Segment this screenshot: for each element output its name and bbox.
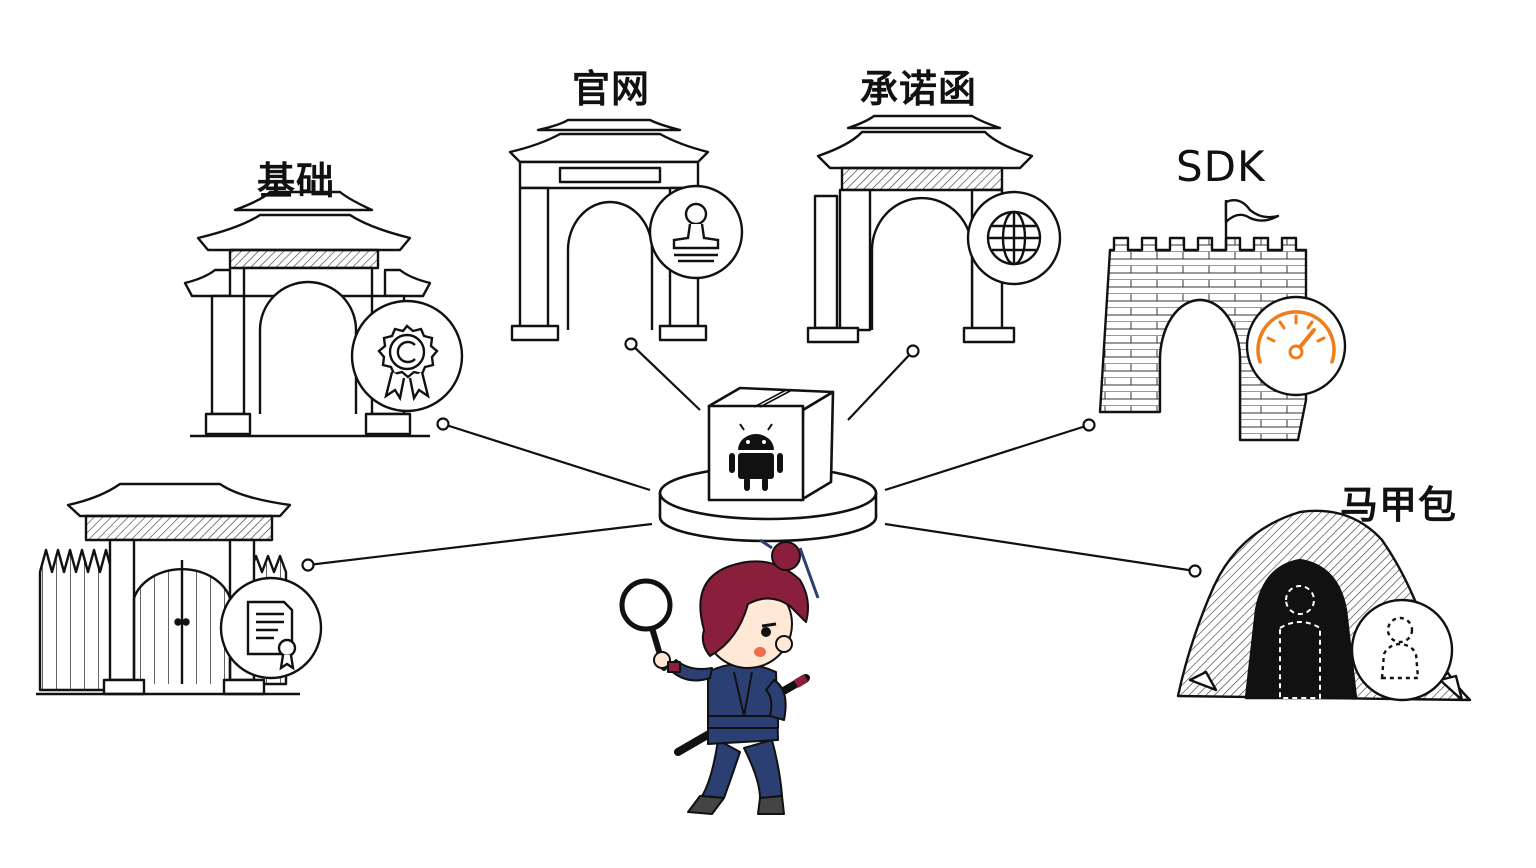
connector-lines [307,343,1196,573]
connector-basic [442,422,651,492]
label-sdk: SDK [1176,142,1266,191]
connector-letter [847,350,914,421]
label-vest: 马甲包 [1340,482,1458,527]
connector-website [630,343,701,411]
connector-gate [307,522,653,567]
copyright-badge-icon [350,299,464,413]
dashed-person-icon [1350,598,1454,702]
connector-sdk [884,423,1090,492]
globe-icon [966,190,1062,286]
certificate-icon [219,576,323,680]
website-archway [508,118,710,342]
dot-gate [301,558,315,572]
label-website: 官网 [572,66,651,111]
android-logo-icon [729,423,783,491]
sdk-fortress [1098,199,1308,442]
dot-sdk [1082,418,1096,432]
stamp-icon [648,184,744,280]
connector-dots [301,337,1202,578]
android-box-icon [658,386,878,543]
speedometer-icon [1245,295,1347,397]
dot-basic [436,417,450,431]
label-letter: 承诺函 [860,66,978,111]
letter-archway [806,114,1034,344]
connector-vest [884,522,1196,573]
ninja-character [619,538,820,815]
dot-letter [906,344,920,358]
label-basic: 基础 [257,158,336,203]
dot-website [624,337,638,351]
dot-vest [1188,564,1202,578]
